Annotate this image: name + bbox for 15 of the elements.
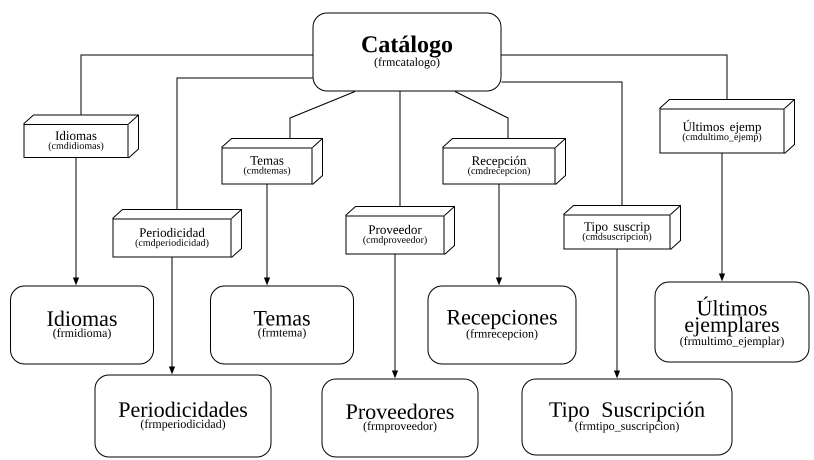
- button-box: Temas (cmdtemas): [221, 138, 323, 185]
- form-box: Últimos ejemplares (frmultimo_ejemplar): [654, 281, 810, 362]
- button-box: Tipo suscrip (cmdsuscripcion): [563, 205, 681, 250]
- button-box: Proveedor (cmdproveedor): [345, 206, 455, 255]
- form-box: Recepciones (frmrecepcion): [428, 286, 576, 364]
- button-box: Últimos ejemp (cmdultimo_ejemp): [659, 99, 795, 154]
- button-box: Idiomas (cmdidiomas): [23, 114, 139, 158]
- form-box: Tipo Suscripción (frmtipo_suscripcion): [522, 378, 732, 456]
- form-box: Proveedores (frmproveedor): [322, 378, 478, 458]
- button-box: Recepción (cmdrecepcion): [442, 138, 566, 185]
- main-form-box: Catálogo (frmcatalogo): [312, 12, 502, 92]
- form-box: Temas (frmtema): [210, 286, 354, 364]
- button-box: Periodicidad (cmdperiodicidad): [112, 208, 242, 258]
- form-box: Idiomas (frmidioma): [10, 286, 154, 364]
- form-box: Periodicidades (frmperiodicidad): [94, 374, 272, 458]
